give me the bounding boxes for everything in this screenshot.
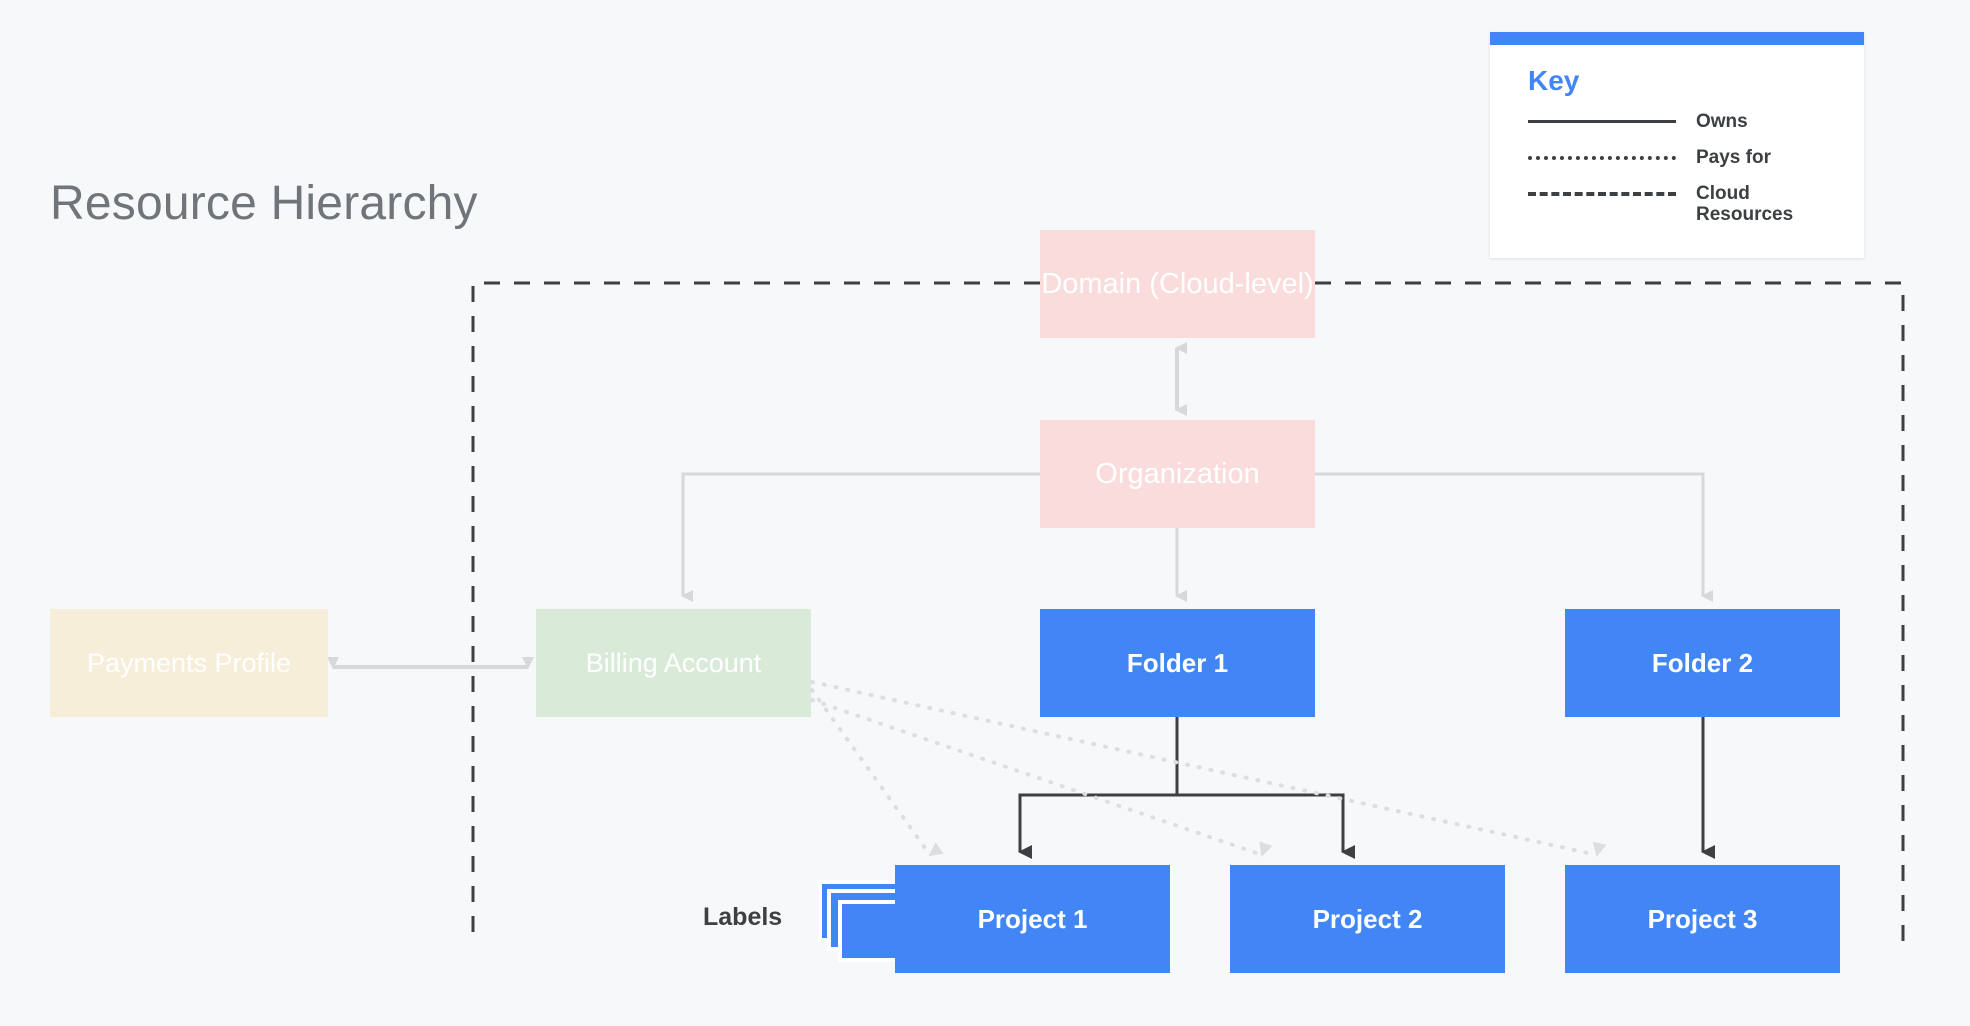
legend-label-cloud-resources: Cloud Resources: [1696, 183, 1794, 226]
edge-folder1-projects: [1018, 717, 1355, 859]
node-domain[interactable]: Domain (Cloud-level): [1040, 230, 1315, 338]
node-project-2[interactable]: Project 2: [1230, 865, 1505, 973]
legend-key-panel: Key Owns Pays for Cloud Resources: [1490, 32, 1864, 258]
node-project-3-label: Project 3: [1647, 903, 1758, 934]
node-folder-1-label: Folder 1: [1126, 647, 1229, 678]
node-folder-2[interactable]: Folder 2: [1565, 609, 1840, 717]
legend-row-cloud-resources: Cloud Resources: [1528, 183, 1834, 226]
node-folder-1[interactable]: Folder 1: [1040, 609, 1315, 717]
legend-accent-bar: [1490, 32, 1864, 45]
node-payments-profile[interactable]: Payments Profile: [50, 609, 328, 717]
legend-label-pays-for: Pays for: [1696, 147, 1771, 168]
legend-title: Key: [1528, 65, 1580, 96]
legend-row-pays-for: Pays for: [1528, 147, 1834, 173]
node-billing-account-label: Billing Account: [585, 647, 762, 678]
legend-dotted-line-icon: [1528, 147, 1676, 169]
page-title: Resource Hierarchy: [50, 177, 478, 230]
node-domain-label: Domain (Cloud-level): [1041, 267, 1314, 300]
legend-row-owns: Owns: [1528, 111, 1834, 137]
node-folder-2-label: Folder 2: [1651, 647, 1754, 678]
node-project-2-label: Project 2: [1312, 903, 1423, 934]
node-organization-label: Organization: [1095, 457, 1260, 490]
legend-label-owns: Owns: [1696, 111, 1748, 132]
node-organization[interactable]: Organization: [1040, 420, 1315, 528]
legend-dashed-line-icon: [1528, 183, 1676, 205]
labels-caption: Labels: [703, 903, 783, 931]
node-billing-account[interactable]: Billing Account: [536, 609, 811, 717]
legend-body: Key Owns Pays for Cloud Resources: [1490, 45, 1864, 258]
node-project-1-label: Project 1: [977, 903, 1088, 934]
node-project-3[interactable]: Project 3: [1565, 865, 1840, 973]
legend-solid-line-icon: [1528, 111, 1676, 133]
node-payments-profile-label: Payments Profile: [86, 647, 292, 678]
node-project-1[interactable]: Project 1: [895, 865, 1170, 973]
